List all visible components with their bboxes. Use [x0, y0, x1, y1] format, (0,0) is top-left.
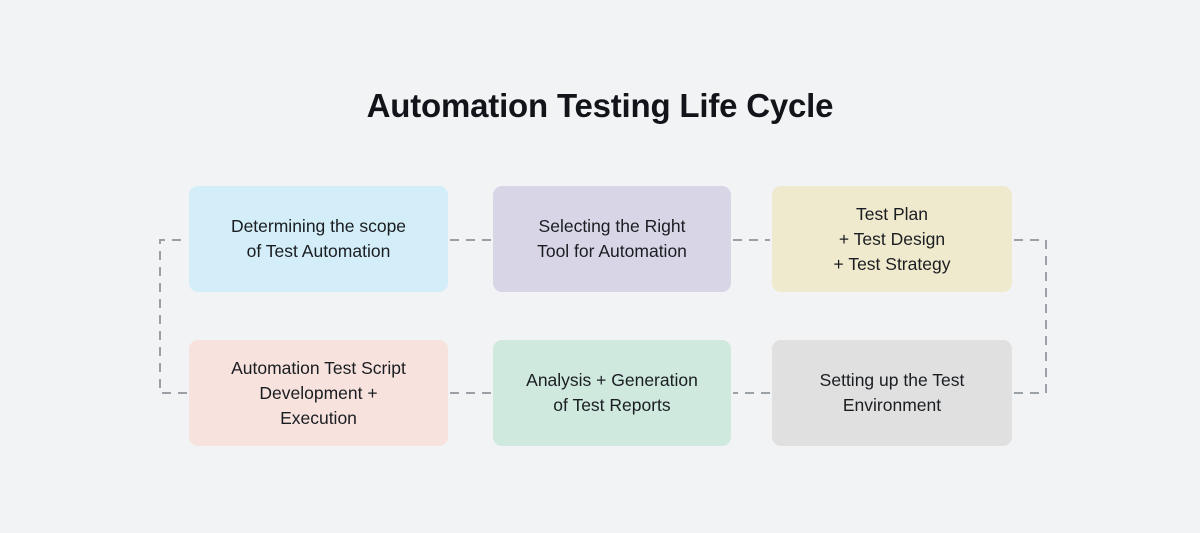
flow-step-label: Analysis + Generation of Test Reports	[526, 370, 698, 415]
flow-step-label: Setting up the Test Environment	[819, 370, 965, 415]
connector-step4-step1	[159, 239, 187, 394]
flow-step-label: Determining the scope of Test Automation	[230, 216, 407, 261]
flow-step-selecting-tool[interactable]: Selecting the Right Tool for Automation	[493, 186, 731, 292]
flow-step-label: Test Plan + Test Design + Test Strategy	[833, 203, 951, 274]
flow-step-determining-scope[interactable]: Determining the scope of Test Automation	[189, 186, 448, 292]
flow-step-label: Selecting the Right Tool for Automation	[537, 216, 687, 261]
flow-step-setting-up-environment[interactable]: Setting up the Test Environment	[772, 340, 1012, 446]
flow-step-script-development-execution[interactable]: Automation Test Script Development + Exe…	[189, 340, 448, 446]
flow-step-label: Automation Test Script Development + Exe…	[231, 357, 406, 428]
connector-step3-step6	[1014, 239, 1047, 394]
flow-step-analysis-generation-reports[interactable]: Analysis + Generation of Test Reports	[493, 340, 731, 446]
flow-step-test-plan-design-strategy[interactable]: Test Plan + Test Design + Test Strategy	[772, 186, 1012, 292]
page-title: Automation Testing Life Cycle	[366, 87, 834, 124]
